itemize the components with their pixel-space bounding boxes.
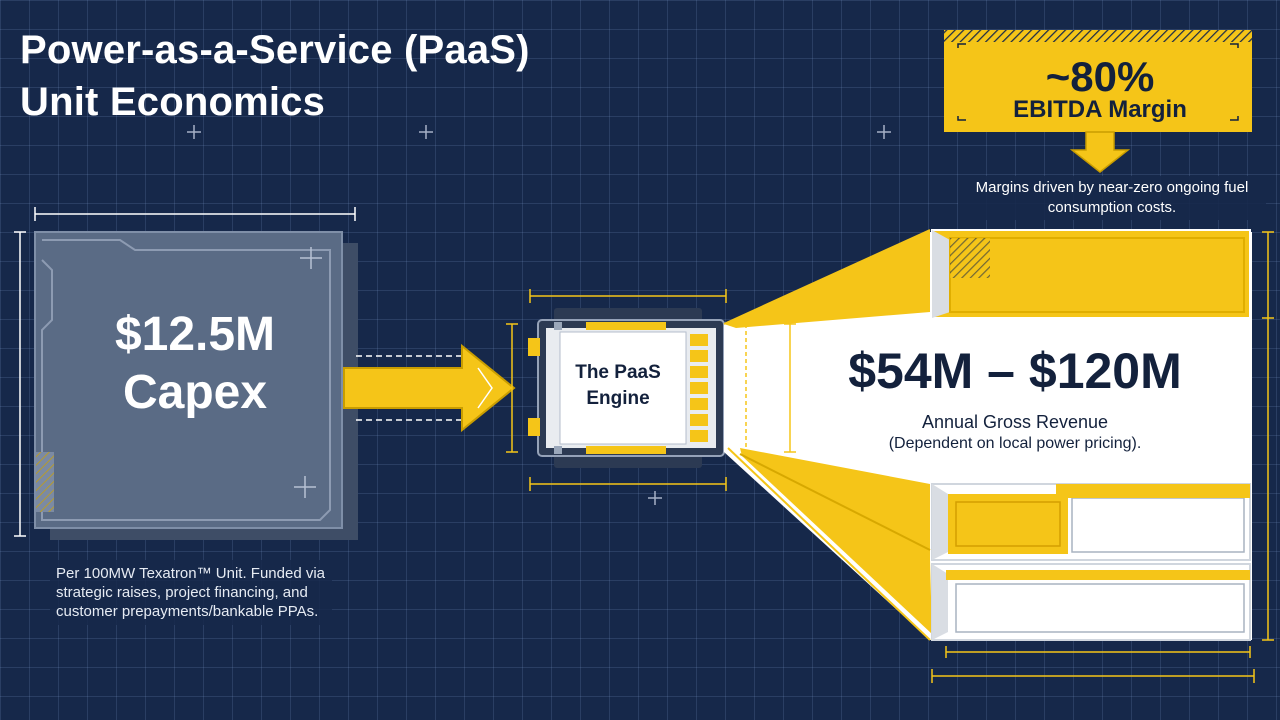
ebitda-value: ~80% xyxy=(1045,53,1155,100)
capex-dimension-line xyxy=(14,207,356,537)
ebitda-box xyxy=(944,30,1252,173)
capex-value: $12.5M xyxy=(114,308,276,361)
capex-label: $12.5M Capex xyxy=(40,306,350,422)
engine-label: The PaaS Engine xyxy=(558,360,678,412)
engine-line-1: The PaaS xyxy=(575,362,661,383)
page-title: Power-as-a-Service (PaaS) Unit Economics xyxy=(20,24,530,128)
crosshair-marks xyxy=(187,125,891,505)
revenue-bar-top xyxy=(931,229,1251,319)
plus-icon xyxy=(294,476,316,498)
flow-arrow xyxy=(343,343,516,433)
engine-line-2: Engine xyxy=(586,388,650,409)
capex-block xyxy=(34,231,358,540)
revenue-bar-mid xyxy=(931,483,1251,561)
revenue-dimension-lines xyxy=(931,231,1274,683)
capex-caption: Capex xyxy=(122,366,268,419)
down-arrow-icon xyxy=(1069,131,1131,173)
margin-note: Margins driven by near-zero ongoing fuel… xyxy=(958,176,1266,220)
ebitda-label: EBITDA Margin xyxy=(1013,96,1187,123)
engine-unit xyxy=(528,308,725,468)
capex-note: Per 100MW Texatron™ Unit. Funded via str… xyxy=(50,560,332,625)
title-line-1: Power-as-a-Service (PaaS) xyxy=(20,28,530,72)
title-line-2: Unit Economics xyxy=(20,80,326,124)
revenue-sub: (Dependent on local power pricing). xyxy=(888,435,1142,452)
revenue-bar-bottom xyxy=(931,563,1251,641)
engine-dimension-lines xyxy=(506,289,727,491)
revenue-label: Annual Gross Revenue xyxy=(921,412,1109,432)
plus-icon xyxy=(300,247,322,269)
revenue-range: $54M – $120M xyxy=(848,343,1182,399)
